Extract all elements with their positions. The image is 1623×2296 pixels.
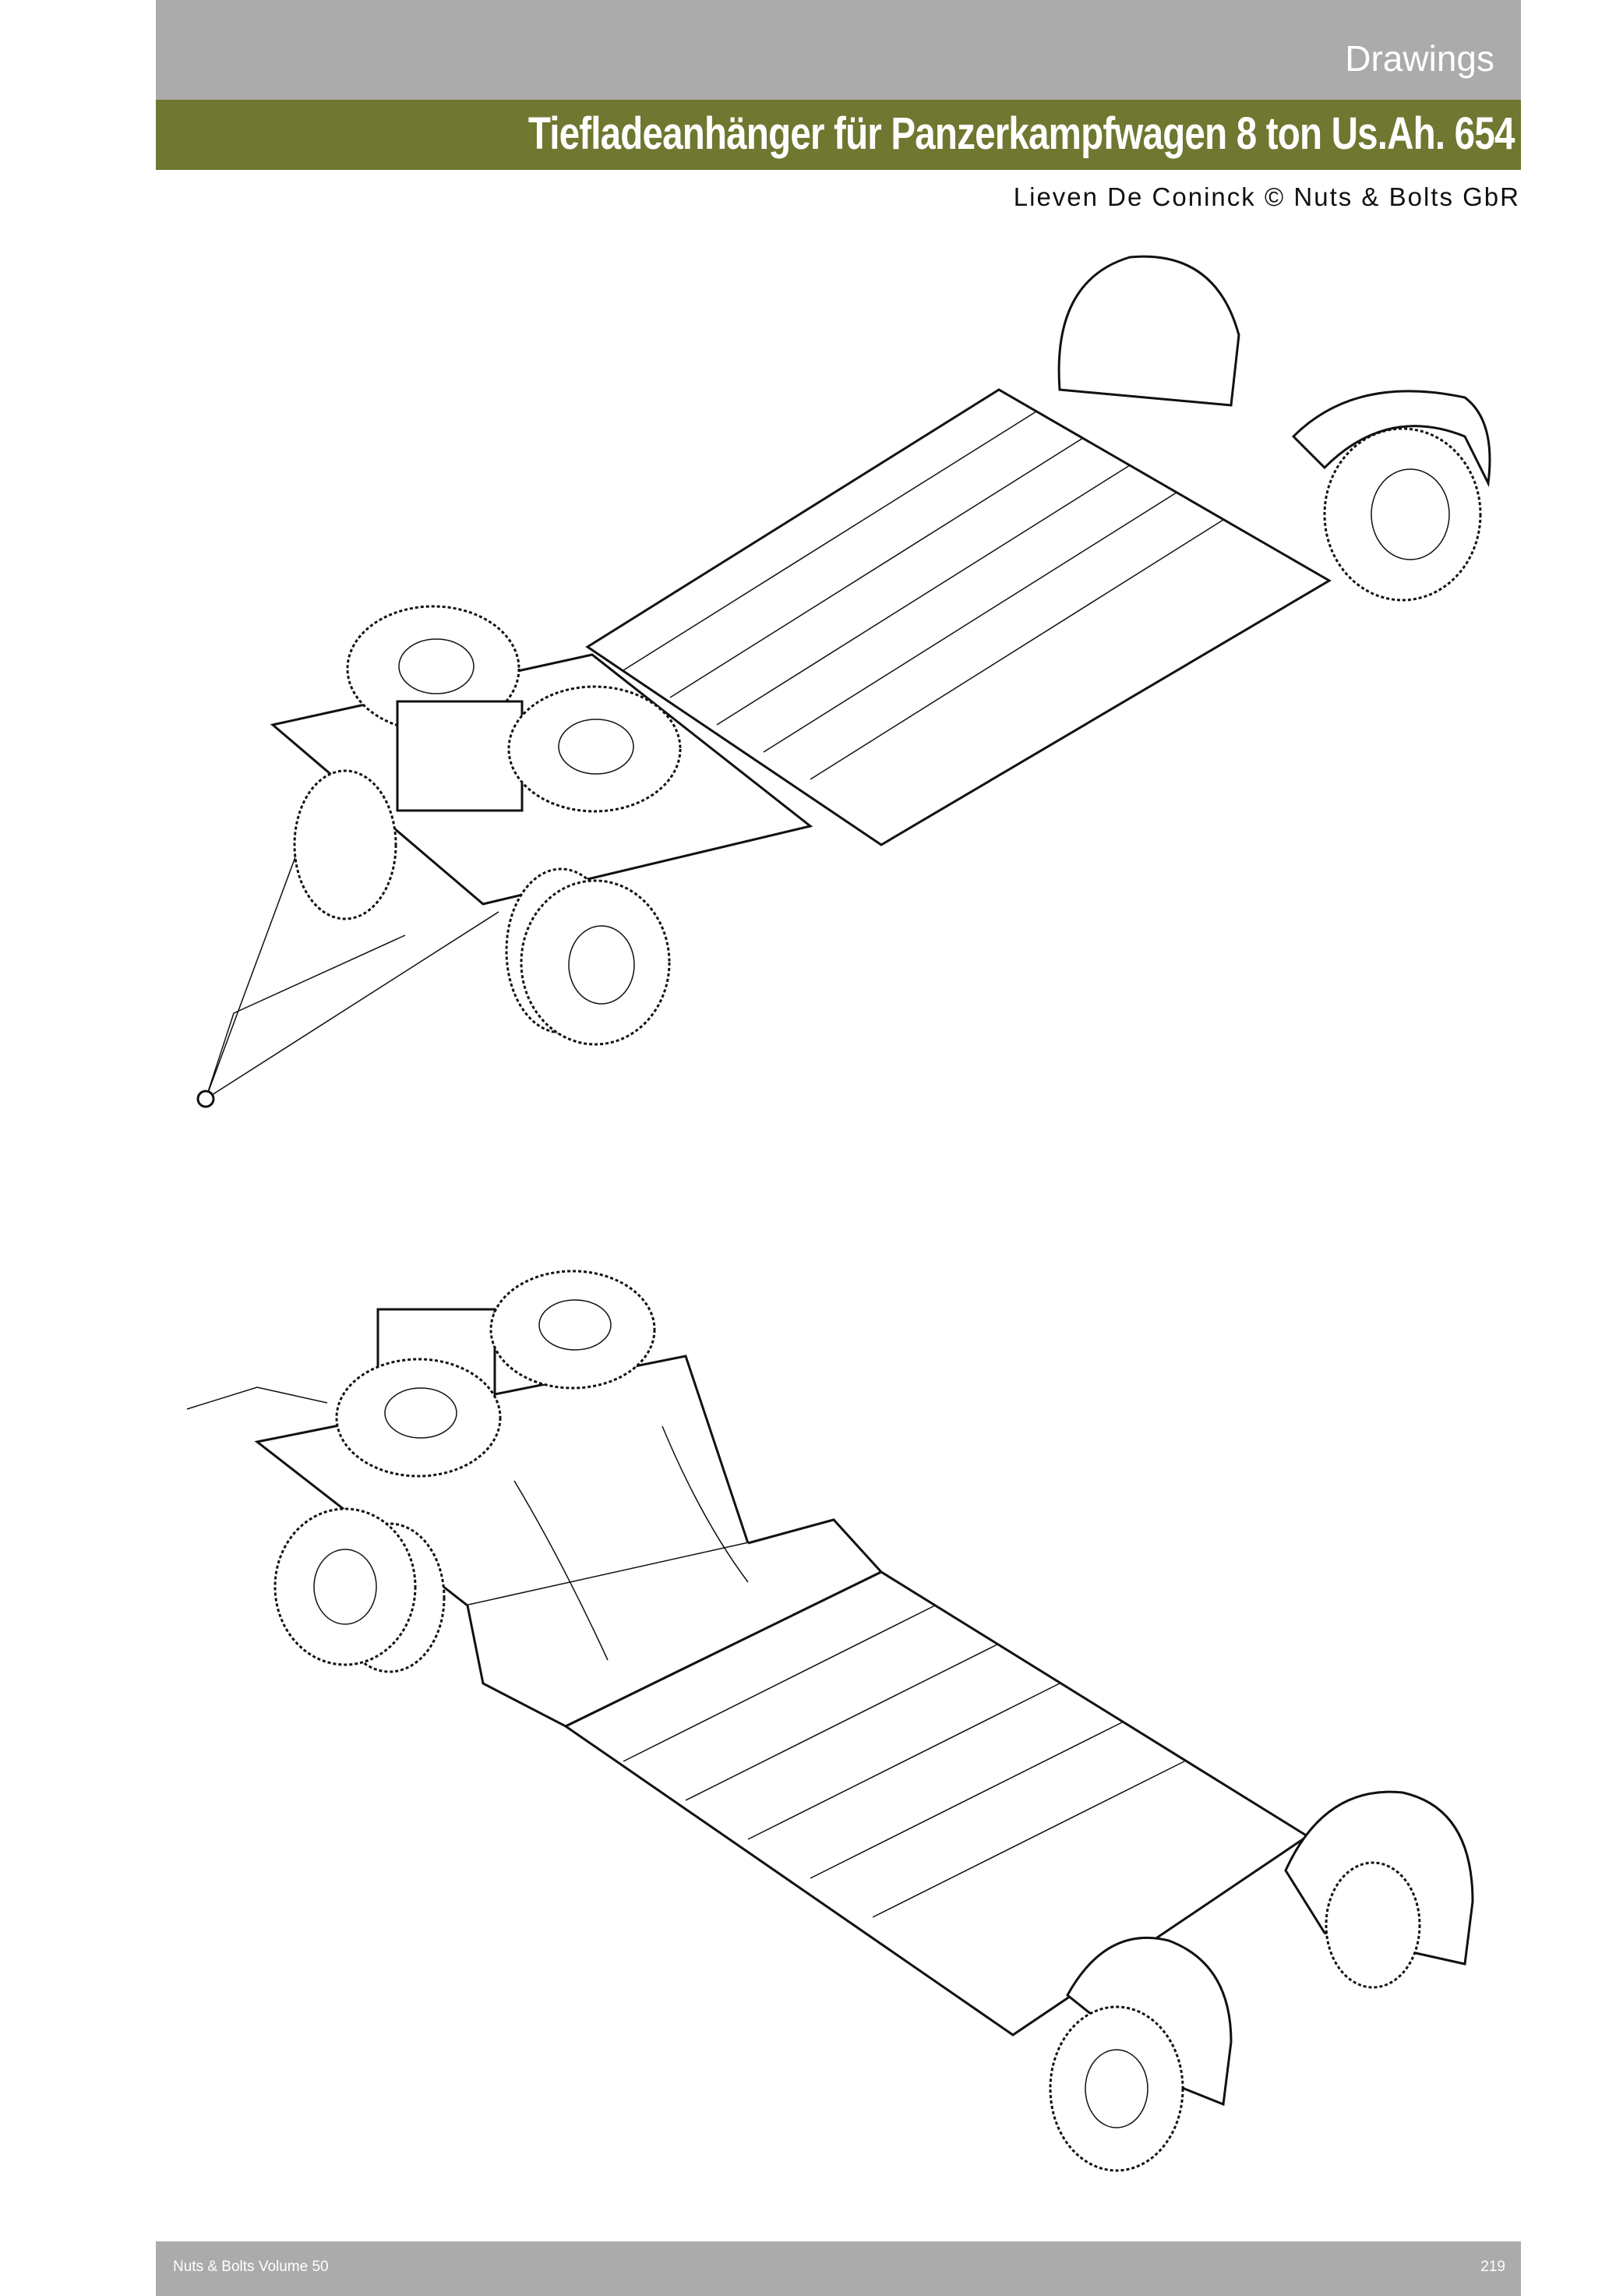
rear-right-wheel: [1291, 390, 1491, 602]
page-title: Tiefladeanhänger für Panzerkampfwagen 8 …: [528, 108, 1515, 159]
deck-planks: [623, 411, 1224, 780]
chain-left: [513, 1480, 609, 1661]
brake-housing: [396, 700, 524, 812]
page-number: 219: [1480, 2259, 1505, 2275]
front-left-wheel: [293, 769, 397, 920]
rear-left-fender: [1057, 255, 1240, 407]
chain-right: [662, 1425, 749, 1583]
loading-deck: [585, 388, 1332, 846]
section-label: Drawings: [1345, 38, 1494, 79]
drawbar-eye: [196, 1090, 215, 1108]
deck-planks-bottom: [623, 1605, 1185, 1918]
spare-wheel-2: [507, 685, 682, 813]
front-wheel-bottom: [273, 1507, 446, 1673]
trailer-drawing-top-view: [196, 255, 1491, 1108]
rear-right-wheel-bottom: [1284, 1790, 1474, 1989]
front-right-wheel: [505, 867, 671, 1046]
spare-wheel-bottom-2: [335, 1358, 502, 1478]
title-bar: Tiefladeanhänger für Panzerkampfwagen 8 …: [156, 100, 1521, 170]
spare-wheel-1: [346, 605, 520, 733]
page-footer: Nuts & Bolts Volume 50 219: [156, 2241, 1521, 2296]
section-header-bar: Drawings: [156, 0, 1521, 100]
rear-left-wheel-bottom: [1049, 1936, 1233, 2172]
spare-wheel-bottom-1: [489, 1270, 656, 1390]
publication-name: Nuts & Bolts Volume 50: [173, 2259, 329, 2275]
trailer-drawing-bottom-view: [186, 1270, 1474, 2172]
credit-line: Lieven De Coninck © Nuts & Bolts GbR: [1013, 182, 1520, 211]
drawbar-folded: [186, 1386, 328, 1410]
